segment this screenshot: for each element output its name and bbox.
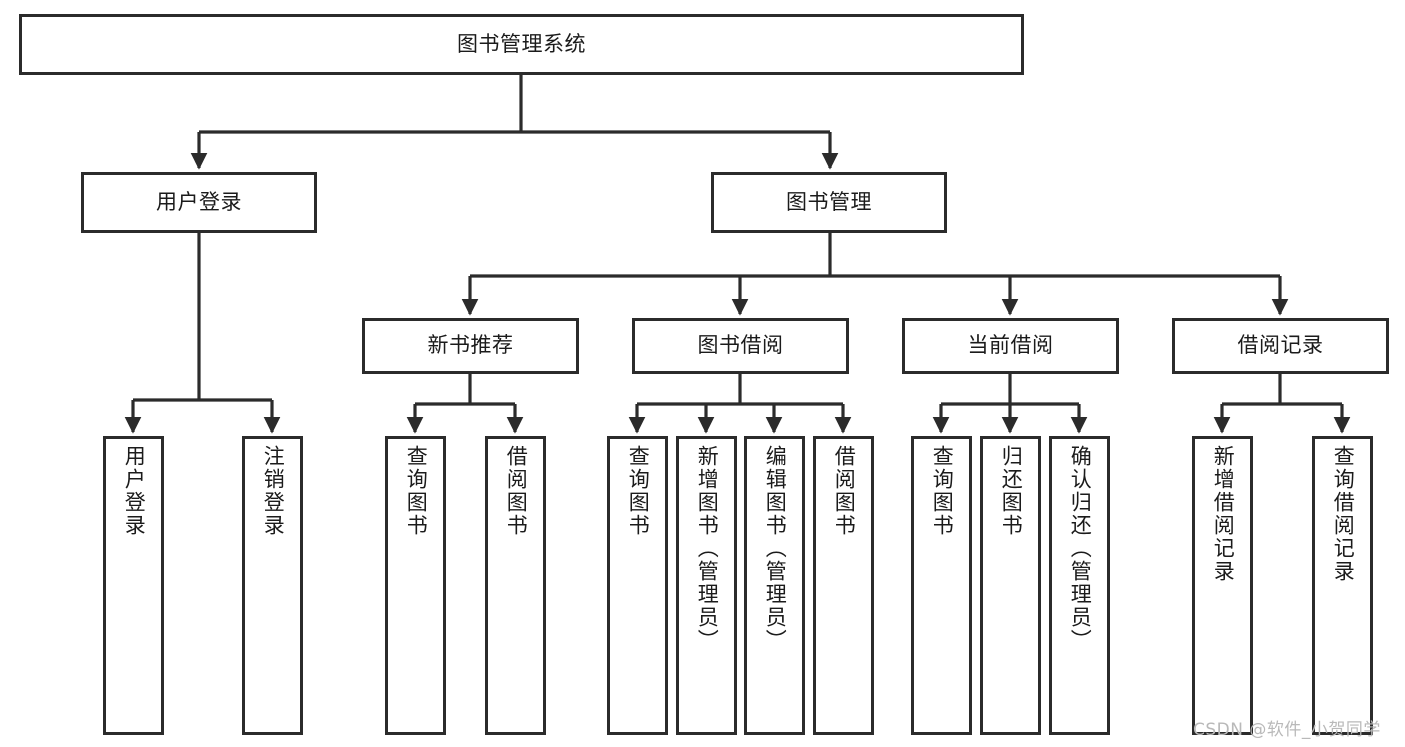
node-new-book-recommend[interactable]: 新书推荐 — [362, 318, 579, 374]
csdn-watermark: CSDN @软件_小贺同学 — [1193, 720, 1381, 740]
leaf-borrow-query-book[interactable]: 查询图书 — [607, 436, 668, 735]
leaf-current-confirm-return-admin[interactable]: 确认归还（管理员） — [1049, 436, 1110, 735]
node-label: 新增图书（管理员） — [695, 445, 720, 652]
leaf-borrow-borrow-book[interactable]: 借阅图书 — [813, 436, 874, 735]
leaf-user-login[interactable]: 用户登录 — [103, 436, 164, 735]
node-label: 图书管理系统 — [457, 31, 586, 56]
node-label: 新增借阅记录 — [1211, 445, 1236, 583]
leaf-recommend-query-book[interactable]: 查询图书 — [385, 436, 446, 735]
node-root-system[interactable]: 图书管理系统 — [19, 14, 1024, 75]
node-book-borrow[interactable]: 图书借阅 — [632, 318, 849, 374]
leaf-borrow-edit-book-admin[interactable]: 编辑图书（管理员） — [744, 436, 805, 735]
node-label: 图书管理 — [786, 189, 872, 214]
node-label: 确认归还（管理员） — [1068, 445, 1093, 652]
node-current-borrow[interactable]: 当前借阅 — [902, 318, 1119, 374]
node-label: 新书推荐 — [427, 333, 514, 358]
node-borrow-record[interactable]: 借阅记录 — [1172, 318, 1389, 374]
node-label: 用户登录 — [122, 445, 147, 537]
leaf-user-logout[interactable]: 注销登录 — [242, 436, 303, 735]
leaf-borrow-add-book-admin[interactable]: 新增图书（管理员） — [676, 436, 737, 735]
node-label: 借阅图书 — [832, 445, 857, 537]
node-label: 借阅记录 — [1237, 333, 1324, 358]
node-label: 查询图书 — [404, 445, 429, 537]
node-book-management[interactable]: 图书管理 — [711, 172, 947, 233]
leaf-record-query-record[interactable]: 查询借阅记录 — [1312, 436, 1373, 735]
node-label: 编辑图书（管理员） — [763, 445, 788, 652]
node-label: 图书借阅 — [697, 333, 784, 358]
node-user-login[interactable]: 用户登录 — [81, 172, 317, 233]
leaf-recommend-borrow-book[interactable]: 借阅图书 — [485, 436, 546, 735]
node-label: 当前借阅 — [967, 333, 1054, 358]
node-label: 注销登录 — [261, 445, 286, 537]
node-label: 查询借阅记录 — [1331, 445, 1356, 583]
node-label: 用户登录 — [156, 189, 242, 214]
node-label: 归还图书 — [999, 445, 1024, 537]
node-label: 查询图书 — [930, 445, 955, 537]
node-label: 查询图书 — [626, 445, 651, 537]
leaf-current-query-book[interactable]: 查询图书 — [911, 436, 972, 735]
node-label: 借阅图书 — [504, 445, 529, 537]
leaf-record-add-record[interactable]: 新增借阅记录 — [1192, 436, 1253, 735]
leaf-current-return-book[interactable]: 归还图书 — [980, 436, 1041, 735]
